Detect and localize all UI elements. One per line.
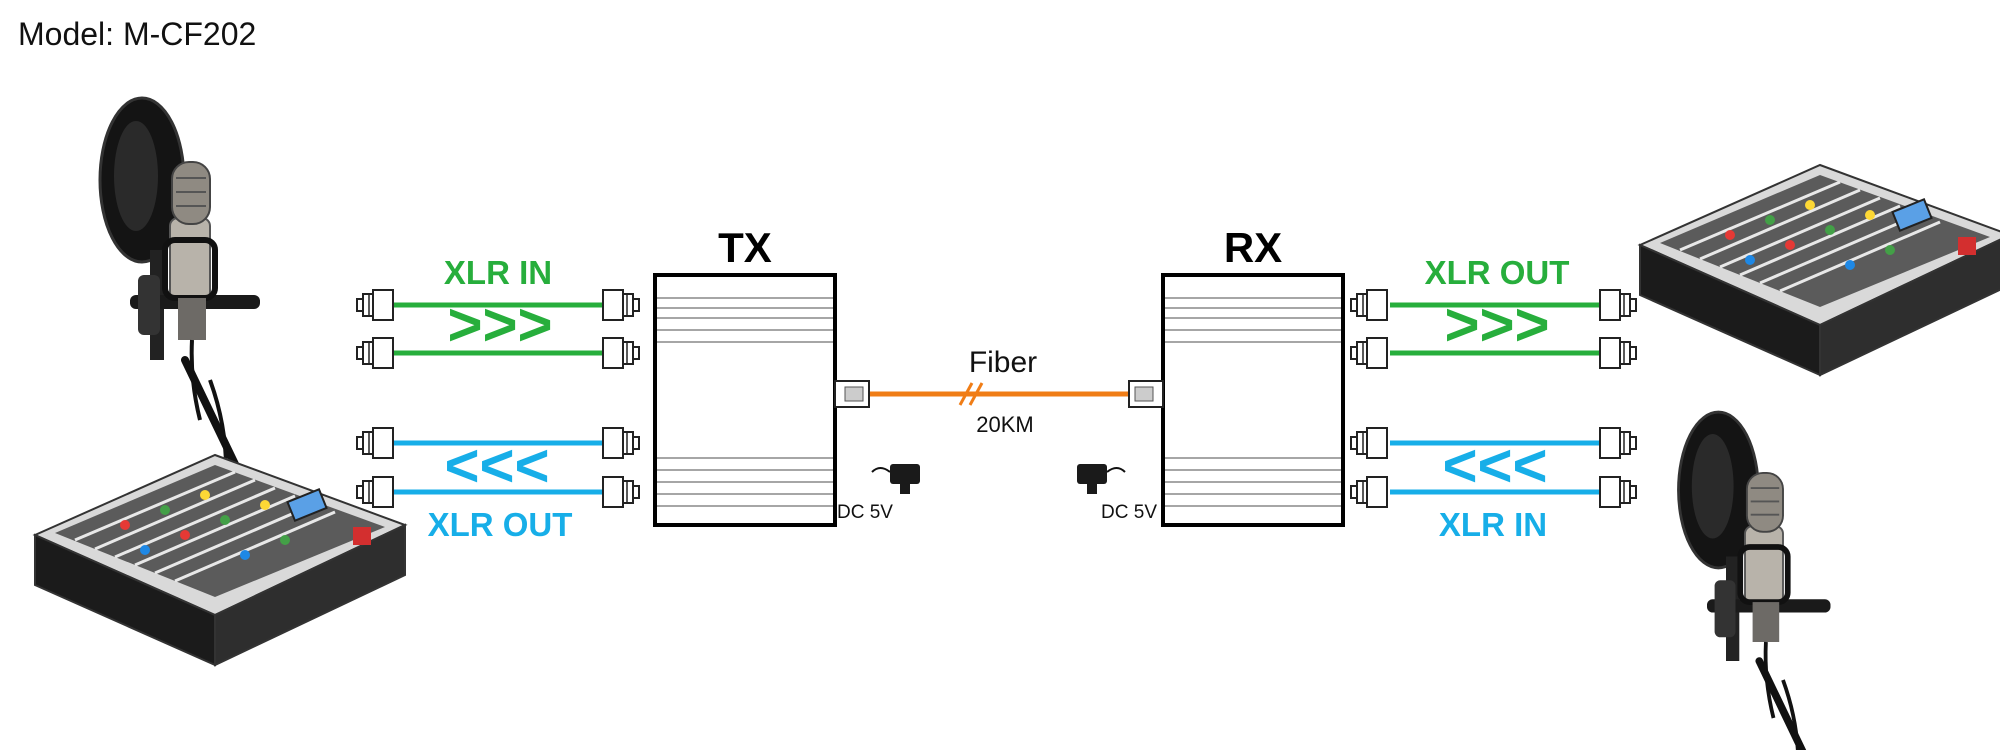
xlr-connector-icon <box>602 476 640 508</box>
audio-mixer-icon <box>1638 163 2000 377</box>
power-adapter-icon <box>871 463 921 495</box>
xlr-connector-icon <box>1599 476 1637 508</box>
tx-output-label: XLR OUT <box>428 506 573 543</box>
xlr-connector-icon <box>1599 427 1637 459</box>
rx-xlr-in-cables <box>1350 427 1637 508</box>
tx-input-label: XLR IN <box>444 254 552 291</box>
fiber-link <box>868 382 1128 406</box>
xlr-connector-icon <box>1599 337 1637 369</box>
xlr-connector-icon <box>356 427 394 459</box>
xlr-connector-icon <box>356 289 394 321</box>
rx-output-arrows: >>> <box>1444 291 1549 358</box>
power-adapter-icon <box>1076 463 1126 495</box>
xlr-connector-icon <box>602 427 640 459</box>
microphone-icon <box>100 98 260 490</box>
tx-device <box>653 273 837 527</box>
xlr-connector-icon <box>1599 289 1637 321</box>
microphone-icon <box>1679 412 1831 750</box>
rx-xlr-out-cables <box>1350 289 1637 369</box>
xlr-connector-icon <box>1350 289 1388 321</box>
tx-power-label: DC 5V <box>837 502 893 523</box>
fiber-label: Fiber <box>969 346 1037 379</box>
model-title: Model: M-CF202 <box>18 16 257 52</box>
rx-title: RX <box>1224 224 1282 271</box>
xlr-connector-icon <box>356 337 394 369</box>
rx-input-label: XLR IN <box>1439 506 1547 543</box>
rx-device <box>1161 273 1345 527</box>
tx-title: TX <box>718 224 772 271</box>
fiber-distance: 20KM <box>976 412 1033 437</box>
rx-output-label: XLR OUT <box>1425 254 1570 291</box>
tx-xlr-in-cables <box>356 289 640 369</box>
xlr-connector-icon <box>1350 476 1388 508</box>
xlr-connector-icon <box>1350 337 1388 369</box>
audio-mixer-icon <box>33 453 407 667</box>
xlr-connector-icon <box>1350 427 1388 459</box>
tx-output-arrows: <<< <box>444 432 549 499</box>
tx-xlr-out-cables <box>356 427 640 508</box>
xlr-connector-icon <box>602 289 640 321</box>
tx-input-arrows: >>> <box>447 291 552 358</box>
fiber-connector-icon <box>1128 380 1164 408</box>
fiber-connector-icon <box>834 380 870 408</box>
rx-power-label: DC 5V <box>1101 502 1157 523</box>
rx-input-arrows: <<< <box>1442 432 1547 499</box>
xlr-connector-icon <box>356 476 394 508</box>
xlr-connector-icon <box>602 337 640 369</box>
